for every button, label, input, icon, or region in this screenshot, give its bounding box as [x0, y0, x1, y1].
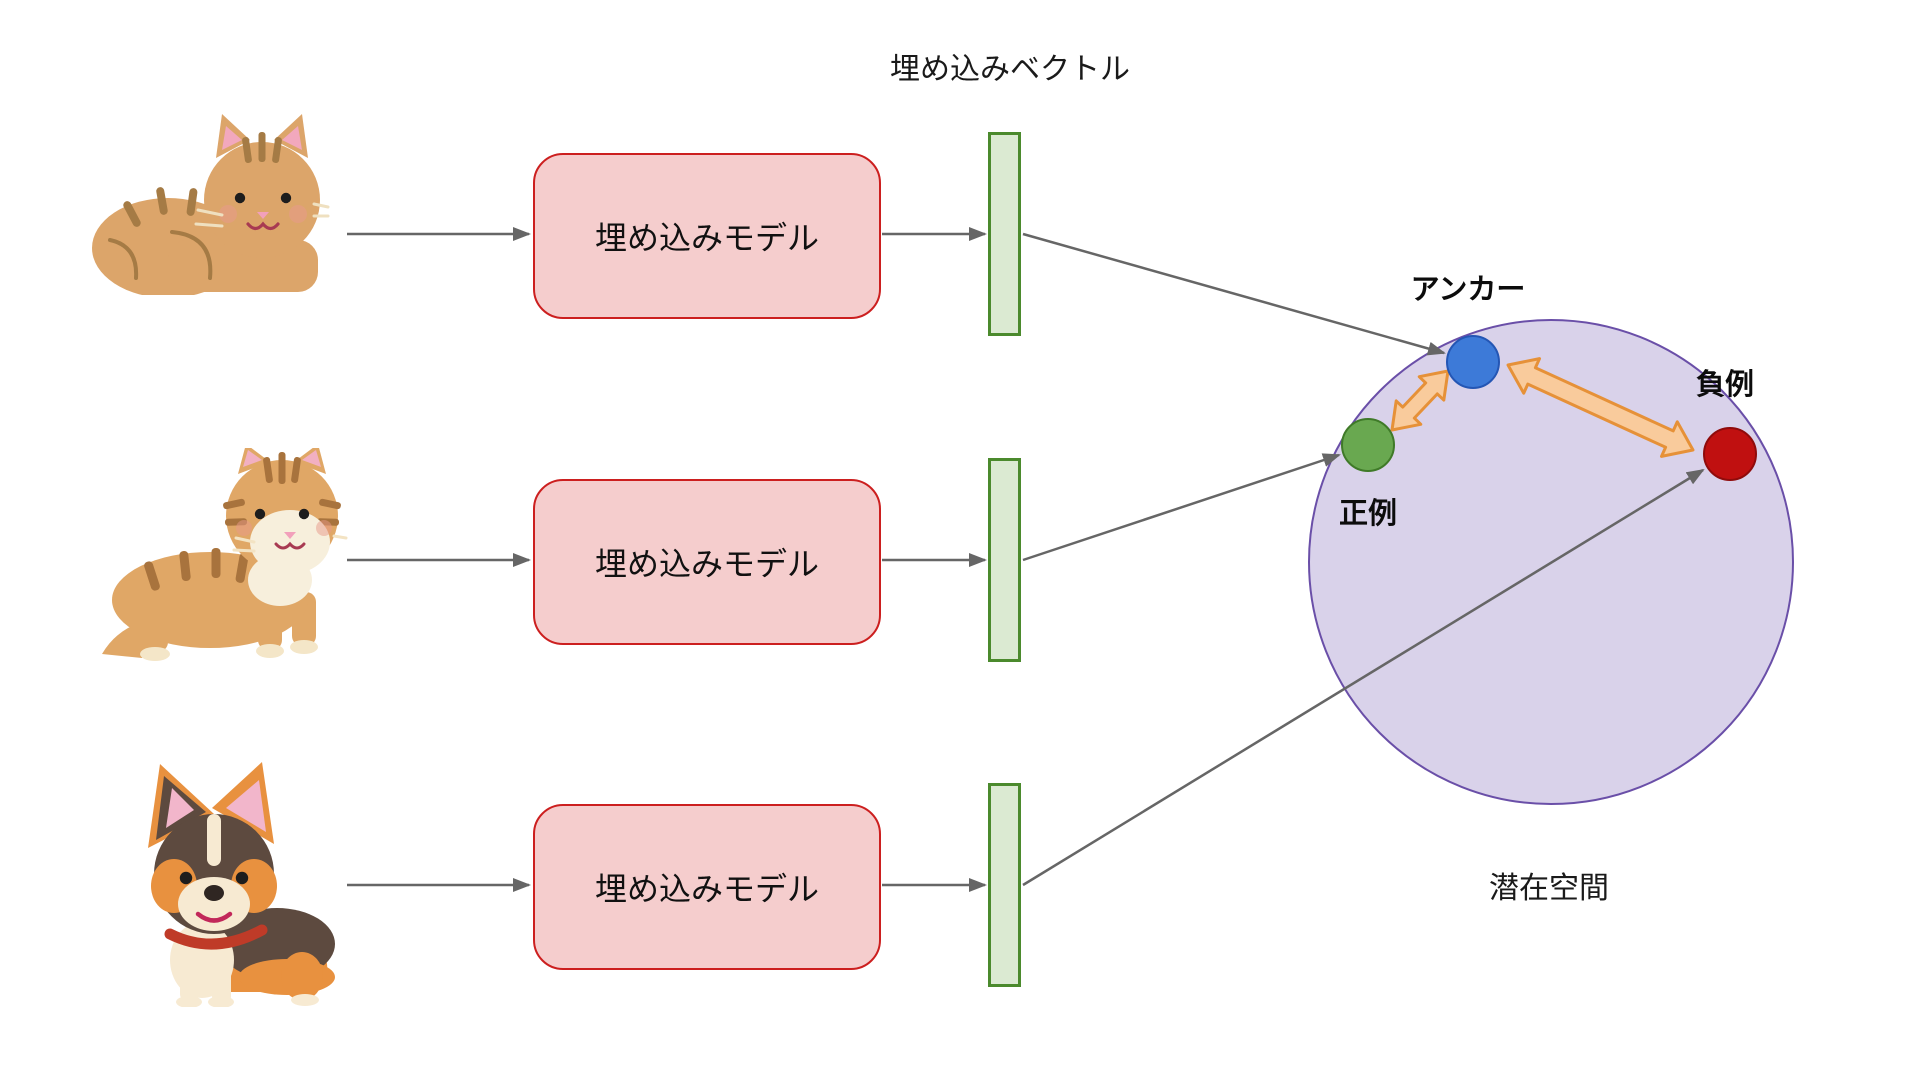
vector-bar-row2 [988, 458, 1021, 662]
model-box-label: 埋め込みモデル [594, 870, 819, 908]
anchor-label: アンカー [1410, 272, 1526, 306]
vector-bar-row1 [988, 132, 1021, 336]
embedding-vector-title: 埋め込みベクトル [890, 52, 1130, 87]
model-box-row1: 埋め込みモデル [533, 153, 881, 319]
negative-label: 負例 [1695, 367, 1754, 401]
model-box-row2: 埋め込みモデル [533, 479, 881, 645]
bar-to-anchor-arrow [1022, 232, 1446, 356]
bar-to-positive-arrow [1022, 453, 1341, 562]
anchor-point [1446, 335, 1500, 389]
corgi-illustration [122, 762, 337, 1007]
cat-loaf-illustration [80, 100, 330, 295]
fluffy-cat-illustration [90, 448, 350, 663]
model-box-row3: 埋め込みモデル [533, 804, 881, 970]
positive-label: 正例 [1338, 496, 1397, 530]
positive-point [1341, 418, 1395, 472]
latent-space-label: 潜在空間 [1489, 871, 1609, 906]
model-box-label: 埋め込みモデル [594, 545, 819, 583]
vector-bar-row3 [988, 783, 1021, 987]
model-box-label: 埋め込みモデル [594, 219, 819, 257]
negative-point [1703, 427, 1757, 481]
